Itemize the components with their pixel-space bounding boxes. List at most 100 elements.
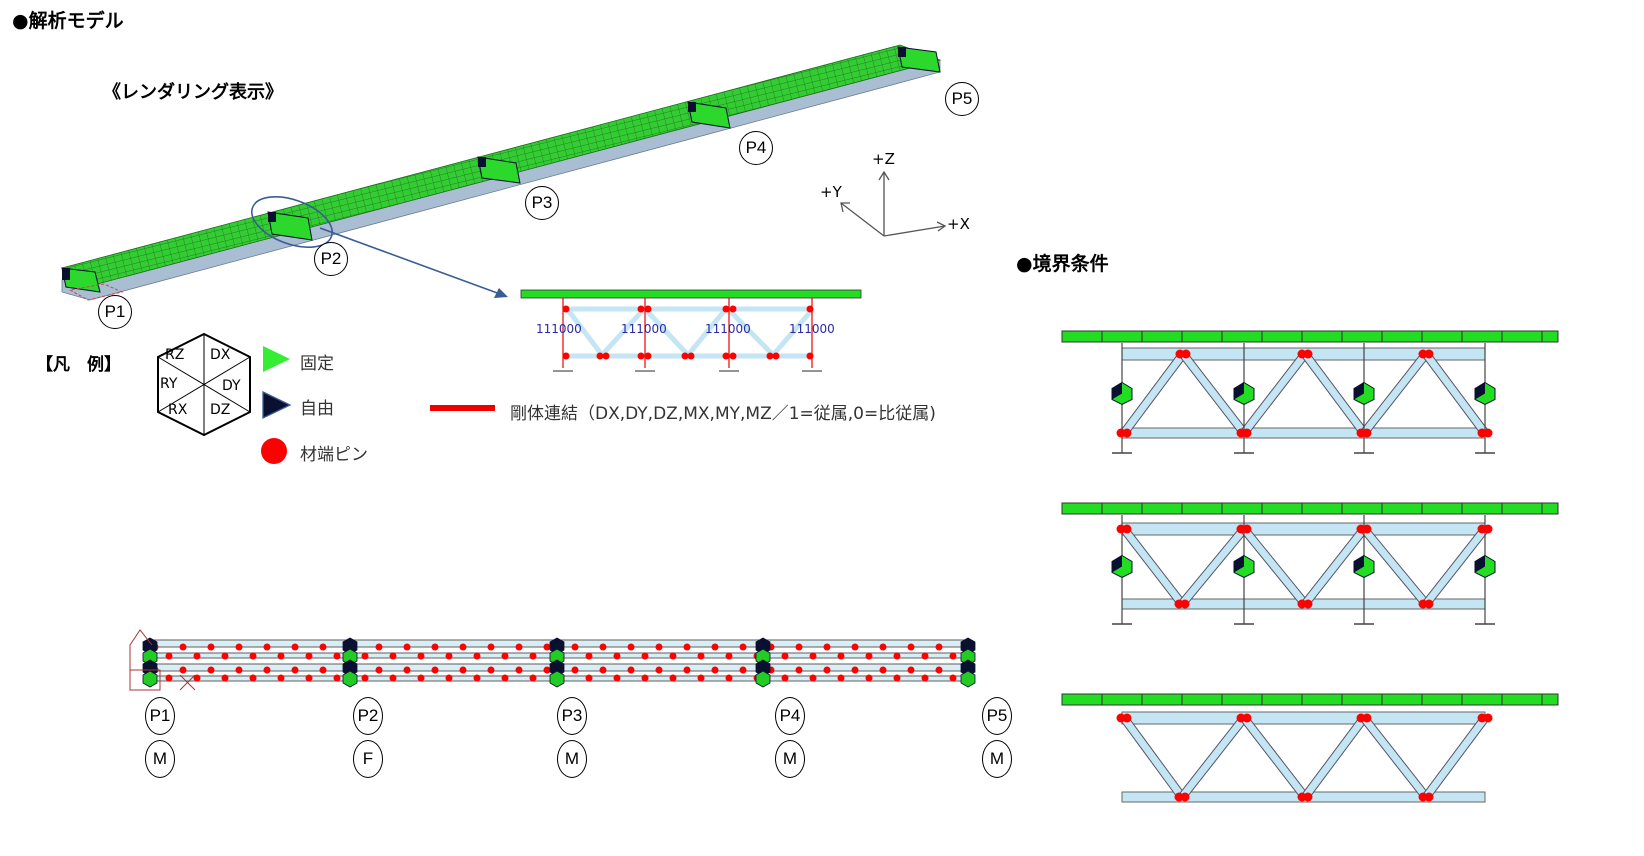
pin-marker bbox=[333, 652, 341, 660]
pin-marker bbox=[473, 674, 481, 682]
pin-marker bbox=[823, 643, 831, 651]
pin-marker bbox=[921, 652, 929, 660]
pin-marker bbox=[501, 674, 509, 682]
pin-marker bbox=[1122, 428, 1132, 438]
support-marker bbox=[960, 637, 976, 655]
pin-marker bbox=[459, 643, 467, 651]
pin-marker bbox=[627, 666, 635, 674]
pin-marker bbox=[837, 674, 845, 682]
pin-marker bbox=[207, 643, 215, 651]
pin-marker bbox=[515, 643, 523, 651]
support-marker bbox=[755, 670, 771, 688]
pin-marker bbox=[277, 652, 285, 660]
pin-marker bbox=[417, 674, 425, 682]
hex-label-ry: RY bbox=[160, 376, 178, 392]
pin-marker bbox=[1180, 599, 1190, 609]
pin-marker bbox=[879, 643, 887, 651]
axis-z-label: +Z bbox=[872, 150, 895, 168]
pin-marker bbox=[907, 643, 915, 651]
pin-marker bbox=[1180, 792, 1190, 802]
pin-marker bbox=[1242, 428, 1252, 438]
pin-marker bbox=[865, 674, 873, 682]
plan-view-truss bbox=[129, 629, 976, 691]
top-chord bbox=[1121, 522, 1486, 536]
pin-marker bbox=[1362, 713, 1372, 723]
plan-pier-label-p2: P2 bbox=[353, 697, 383, 735]
hex-label-dx: DX bbox=[210, 347, 231, 363]
pin-marker bbox=[1483, 524, 1493, 534]
legend-title: 【凡 例】 bbox=[36, 355, 121, 375]
rigid-link-icon bbox=[430, 405, 495, 411]
pin-marker bbox=[613, 652, 621, 660]
pin-marker bbox=[711, 666, 719, 674]
plan-support-type-p1: M bbox=[145, 740, 175, 778]
boundary-view-3 bbox=[1061, 693, 1559, 803]
detail-label-1: 111000 bbox=[536, 322, 582, 336]
pin-marker bbox=[739, 643, 747, 651]
pin-marker bbox=[179, 666, 187, 674]
pin-marker bbox=[949, 674, 957, 682]
pin-marker bbox=[837, 652, 845, 660]
support-marker bbox=[342, 670, 358, 688]
support-marker bbox=[142, 670, 158, 688]
boundary-hex-icon bbox=[1474, 381, 1496, 406]
pin-marker bbox=[361, 674, 369, 682]
pin-marker bbox=[487, 643, 495, 651]
pin-marker bbox=[319, 666, 327, 674]
rendering-view-heading: 《レンダリング表示》 bbox=[103, 82, 283, 103]
pin-marker bbox=[599, 643, 607, 651]
pin-marker bbox=[193, 652, 201, 660]
pin-marker bbox=[235, 666, 243, 674]
iso-pier-label-p2: P2 bbox=[314, 242, 348, 276]
iso-pier-label-p5: P5 bbox=[945, 82, 979, 116]
support-marker bbox=[960, 648, 976, 666]
pin-marker bbox=[291, 666, 299, 674]
pin-marker bbox=[655, 666, 663, 674]
pin-icon bbox=[261, 438, 287, 464]
pin-marker bbox=[781, 652, 789, 660]
boundary-hex-icon bbox=[1353, 381, 1375, 406]
free-icon bbox=[262, 390, 292, 420]
pin-marker bbox=[627, 643, 635, 651]
pin-marker bbox=[263, 666, 271, 674]
detail-label-4: 111000 bbox=[789, 322, 835, 336]
plan-pier-label-p4: P4 bbox=[775, 697, 805, 735]
pin-marker bbox=[515, 666, 523, 674]
pin-marker bbox=[333, 674, 341, 682]
pin-marker bbox=[263, 643, 271, 651]
plan-support-type-p4: M bbox=[775, 740, 805, 778]
pin-marker bbox=[403, 666, 411, 674]
pin-marker bbox=[809, 652, 817, 660]
axis-y-label: +Y bbox=[820, 183, 842, 201]
plan-support-type-p3: M bbox=[557, 740, 587, 778]
deck-slab bbox=[1061, 330, 1559, 343]
pin-marker bbox=[571, 666, 579, 674]
pin-marker bbox=[1424, 599, 1434, 609]
pin-marker bbox=[221, 652, 229, 660]
pin-marker bbox=[179, 643, 187, 651]
support-block-p4 bbox=[687, 101, 731, 129]
support-marker bbox=[142, 648, 158, 666]
support-marker bbox=[549, 659, 565, 677]
pin-marker bbox=[389, 652, 397, 660]
pin-marker bbox=[445, 652, 453, 660]
legend-free-label: 自由 bbox=[300, 399, 334, 419]
support-marker bbox=[755, 659, 771, 677]
legend-hexagon bbox=[157, 332, 251, 437]
pin-marker bbox=[669, 674, 677, 682]
plan-pier-label-p3: P3 bbox=[557, 697, 587, 735]
support-block-p1 bbox=[61, 267, 101, 293]
pin-marker bbox=[305, 652, 313, 660]
hex-label-rz: RZ bbox=[165, 347, 185, 363]
support-marker bbox=[342, 637, 358, 655]
pin-marker bbox=[683, 666, 691, 674]
pin-marker bbox=[585, 674, 593, 682]
support-marker bbox=[549, 637, 565, 655]
support-marker bbox=[142, 637, 158, 655]
axis-x-label: +X bbox=[947, 215, 970, 233]
detail-label-3: 111000 bbox=[705, 322, 751, 336]
pin-marker bbox=[291, 643, 299, 651]
support-block-p5 bbox=[897, 46, 941, 73]
pin-marker bbox=[599, 666, 607, 674]
